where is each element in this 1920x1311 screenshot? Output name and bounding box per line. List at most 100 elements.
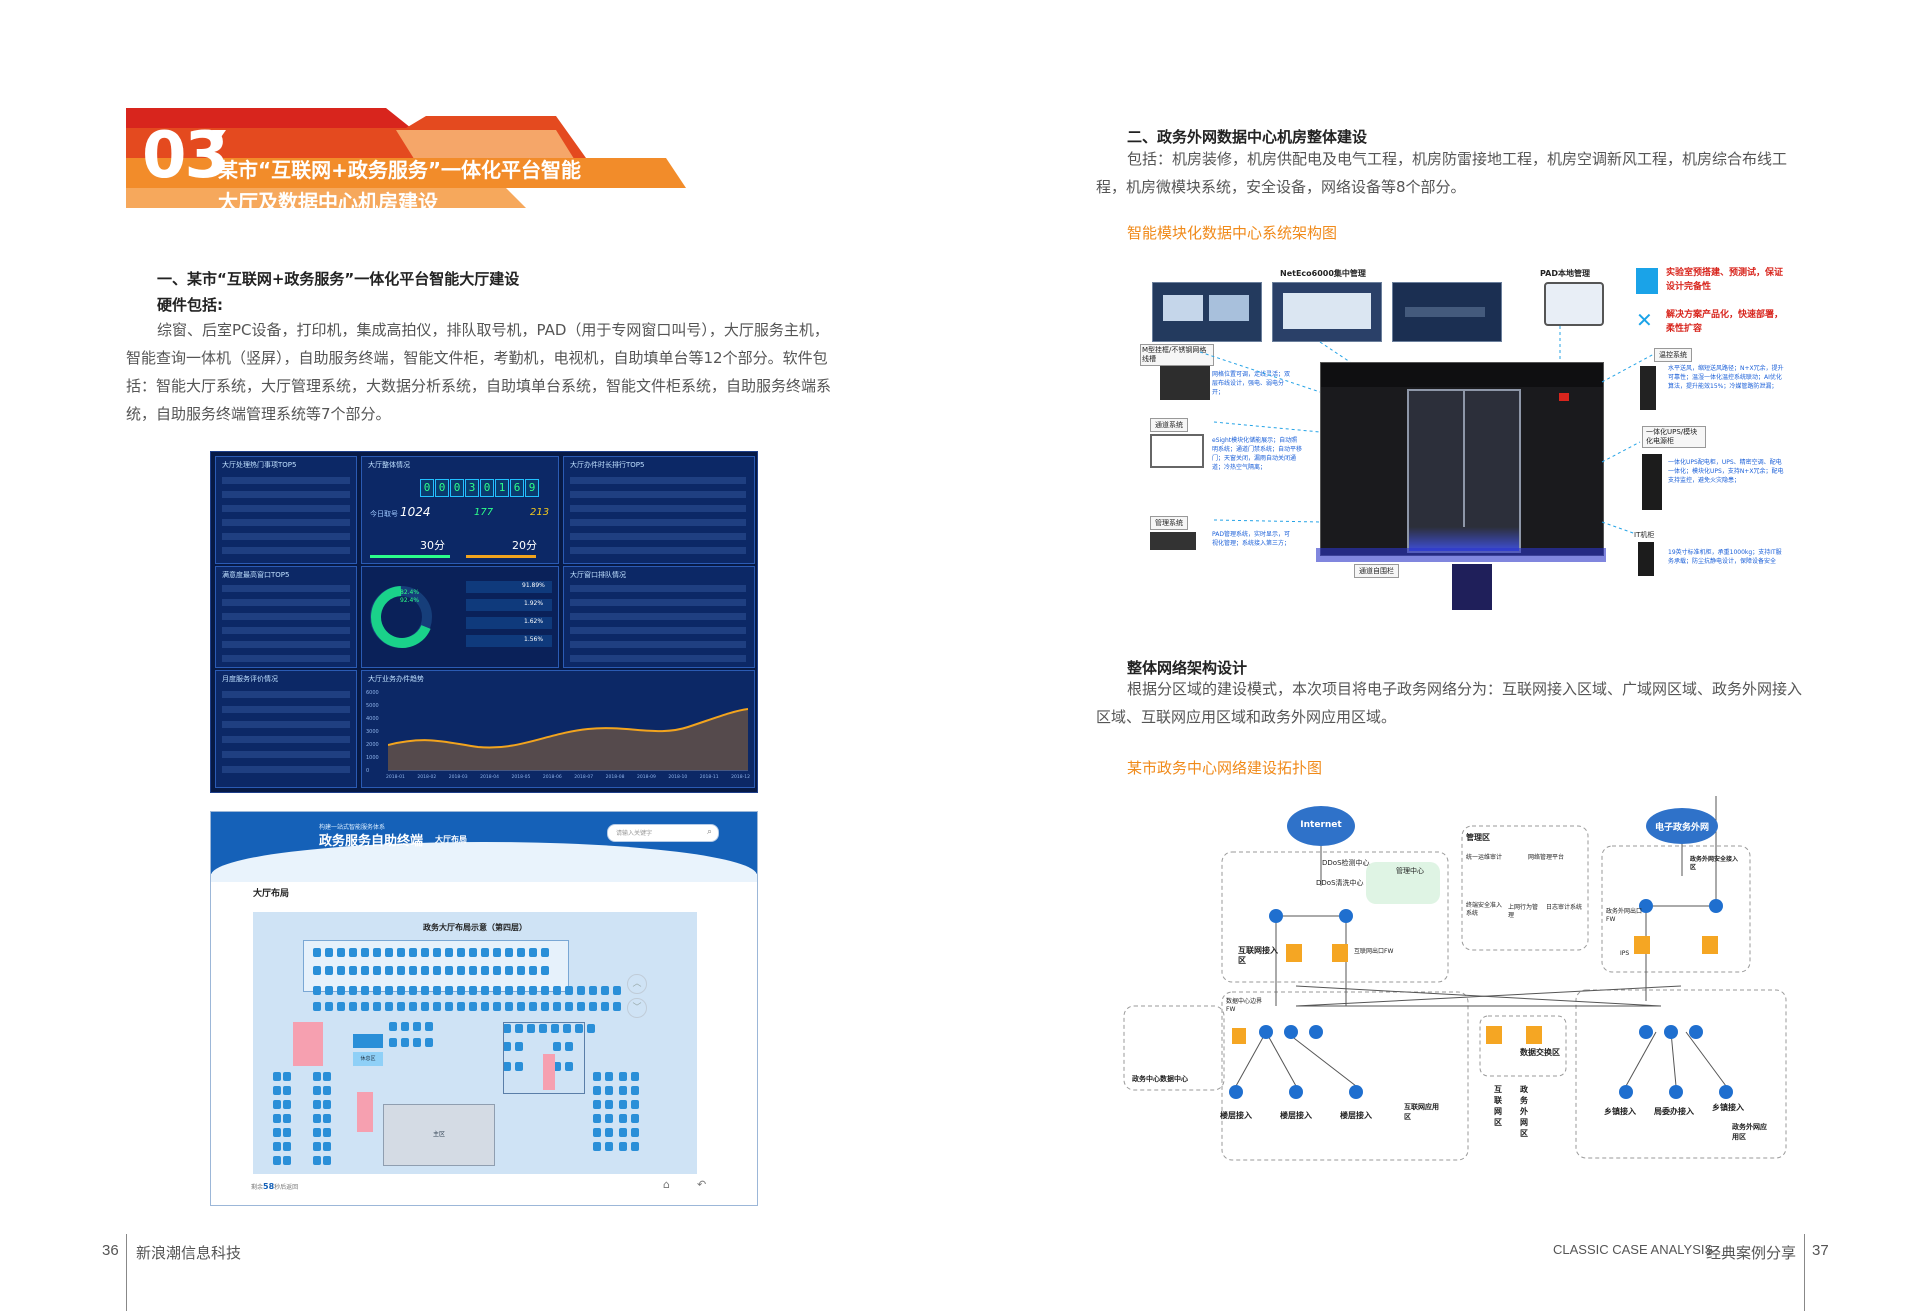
seat <box>529 948 537 957</box>
seat <box>389 1022 397 1031</box>
seat <box>619 1100 627 1109</box>
seat <box>605 1142 613 1151</box>
main-area: 主区 <box>383 1104 495 1166</box>
aisle-image <box>1150 434 1204 468</box>
dc-fw: 数据中心边界FW <box>1226 998 1263 1013</box>
seat <box>605 1128 613 1137</box>
seat <box>589 1002 597 1011</box>
screenshot-1 <box>1152 282 1262 342</box>
seat <box>445 966 453 975</box>
seat <box>273 1072 281 1081</box>
seat <box>619 1128 627 1137</box>
panel-evaluation-title: 月度服务评价情况 <box>222 675 278 683</box>
seat <box>503 1062 511 1071</box>
value-177: 177 <box>474 507 494 518</box>
town-access-2: 乡镇接入 <box>1712 1103 1744 1112</box>
seat <box>517 986 525 995</box>
seat <box>457 986 465 995</box>
counter-digit: 0 <box>420 479 434 497</box>
seat <box>553 1002 561 1011</box>
seat <box>481 966 489 975</box>
seat <box>313 1002 321 1011</box>
label-fast: 解决方案产品化，快速部署，柔性扩容 <box>1666 310 1784 334</box>
seat <box>325 948 333 957</box>
ddos-detect: DDoS检测中心 <box>1322 859 1370 867</box>
seat <box>631 1086 639 1095</box>
right-footer-rule <box>1804 1234 1805 1311</box>
percent-2: 1.92% <box>524 600 544 607</box>
seat <box>493 986 501 995</box>
label-it: IT机柜 <box>1634 531 1655 539</box>
main-area-label: 主区 <box>432 1131 445 1138</box>
seat <box>337 1002 345 1011</box>
seat <box>517 966 525 975</box>
seat <box>565 1002 573 1011</box>
seat <box>539 1024 547 1033</box>
notes-aisle: eSight模块化储能展示；自动照明系统；通道门禁系统；自动平移门；天窗关闭，漏… <box>1212 437 1303 471</box>
seat <box>337 986 345 995</box>
cabinet-door <box>1407 389 1521 553</box>
counter-digit: 0 <box>435 479 449 497</box>
seat <box>425 1038 433 1047</box>
seat <box>469 986 477 995</box>
seat <box>397 966 405 975</box>
label-lab: 实验室预搭建、预测试，保证设计完备性 <box>1666 268 1784 292</box>
seat <box>313 986 321 995</box>
seat <box>493 1002 501 1011</box>
scroll-down-button[interactable]: ﹀ <box>627 998 647 1018</box>
seat <box>505 966 513 975</box>
seat <box>385 986 393 995</box>
screenshot-3 <box>1392 282 1502 342</box>
seat <box>493 948 501 957</box>
seat <box>481 1002 489 1011</box>
seat <box>563 1024 571 1033</box>
seat <box>515 1024 523 1033</box>
seat <box>541 986 549 995</box>
hall-search-box[interactable]: 请输入关键字 ⌕ <box>607 824 719 842</box>
ips: IPS <box>1620 950 1630 957</box>
log-system: 日志审计系统 <box>1546 904 1583 911</box>
screenshot-2 <box>1272 282 1382 342</box>
seat <box>605 1072 613 1081</box>
home-icon[interactable]: ⌂ <box>663 1178 670 1191</box>
seat <box>631 1128 639 1137</box>
search-icon[interactable]: ⌕ <box>706 827 712 837</box>
seat <box>445 1002 453 1011</box>
back-icon[interactable]: ↶ <box>697 1178 707 1191</box>
seat <box>323 1100 331 1109</box>
exchange-zone: 数据交换区 <box>1520 1048 1560 1057</box>
seat <box>273 1114 281 1123</box>
seat <box>593 1072 601 1081</box>
seat <box>273 1156 281 1165</box>
scroll-up-button[interactable]: ︿ <box>627 974 647 994</box>
hall-map-title: 政务大厅布局示意（第四层） <box>423 923 527 932</box>
seat <box>313 1072 321 1081</box>
seat <box>605 1086 613 1095</box>
seat <box>481 986 489 995</box>
seat <box>457 966 465 975</box>
seat <box>413 1038 421 1047</box>
seat <box>505 948 513 957</box>
seat <box>605 1114 613 1123</box>
inet-app-zone: 互联网应用区 <box>1404 1103 1439 1121</box>
seat <box>445 948 453 957</box>
counter-digit: 1 <box>495 479 509 497</box>
seat <box>577 1002 585 1011</box>
network-topology-figure: Internet 电子政务外网 DDoS检测中心 DDoS清洗中心 管理中心 管… <box>1116 796 1792 1176</box>
pad-device <box>1544 282 1604 326</box>
right-en-title: CLASSIC CASE ANALYSIS <box>1553 1242 1714 1257</box>
panel-overall-title: 大厅整体情况 <box>368 461 410 469</box>
mgmt-zone: 管理区 <box>1466 833 1490 842</box>
seat <box>613 986 621 995</box>
egov-fw: 政务外网出口FW <box>1606 908 1643 923</box>
seat <box>575 1024 583 1033</box>
room-blue <box>353 1034 383 1048</box>
hall-layout-screenshot: 构建一站式智能服务体系 政务服务自助终端 大厅布局 请输入关键字 ⌕ 大厅布局 … <box>210 811 758 1206</box>
it-rack-image <box>1638 542 1654 576</box>
seat <box>425 1022 433 1031</box>
hall-search-input[interactable]: 请输入关键字 <box>616 830 653 837</box>
panel-duration-title: 大厅办件时长排行TOP5 <box>570 461 645 469</box>
chapter-number: 03 <box>142 119 229 193</box>
seat <box>313 1100 321 1109</box>
